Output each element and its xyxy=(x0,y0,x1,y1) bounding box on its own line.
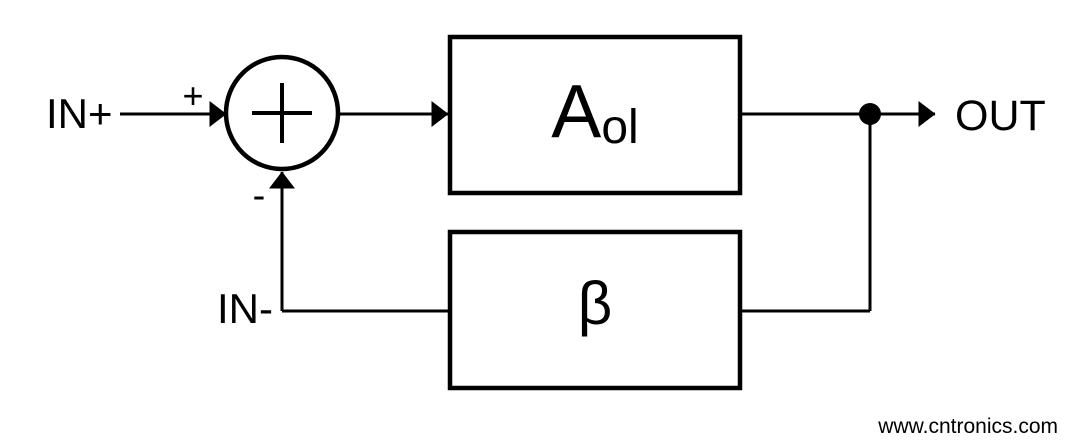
feedback-block-label: β xyxy=(578,270,613,337)
sum-input-minus-sign: - xyxy=(253,175,266,217)
label-in-plus: IN+ xyxy=(46,90,113,137)
gain-block-label: Aol xyxy=(551,69,638,154)
feedback-block xyxy=(447,229,743,391)
summing-plus-icon xyxy=(252,83,312,143)
label-in-minus: IN- xyxy=(217,285,273,332)
watermark-text: www.cntronics.com xyxy=(877,415,1058,438)
sum-input-plus-sign: + xyxy=(182,75,203,116)
gain-block xyxy=(447,34,743,196)
gain-label-subscript: ol xyxy=(601,101,638,154)
gain-label-main: A xyxy=(551,69,601,153)
label-out: OUT xyxy=(955,92,1046,140)
